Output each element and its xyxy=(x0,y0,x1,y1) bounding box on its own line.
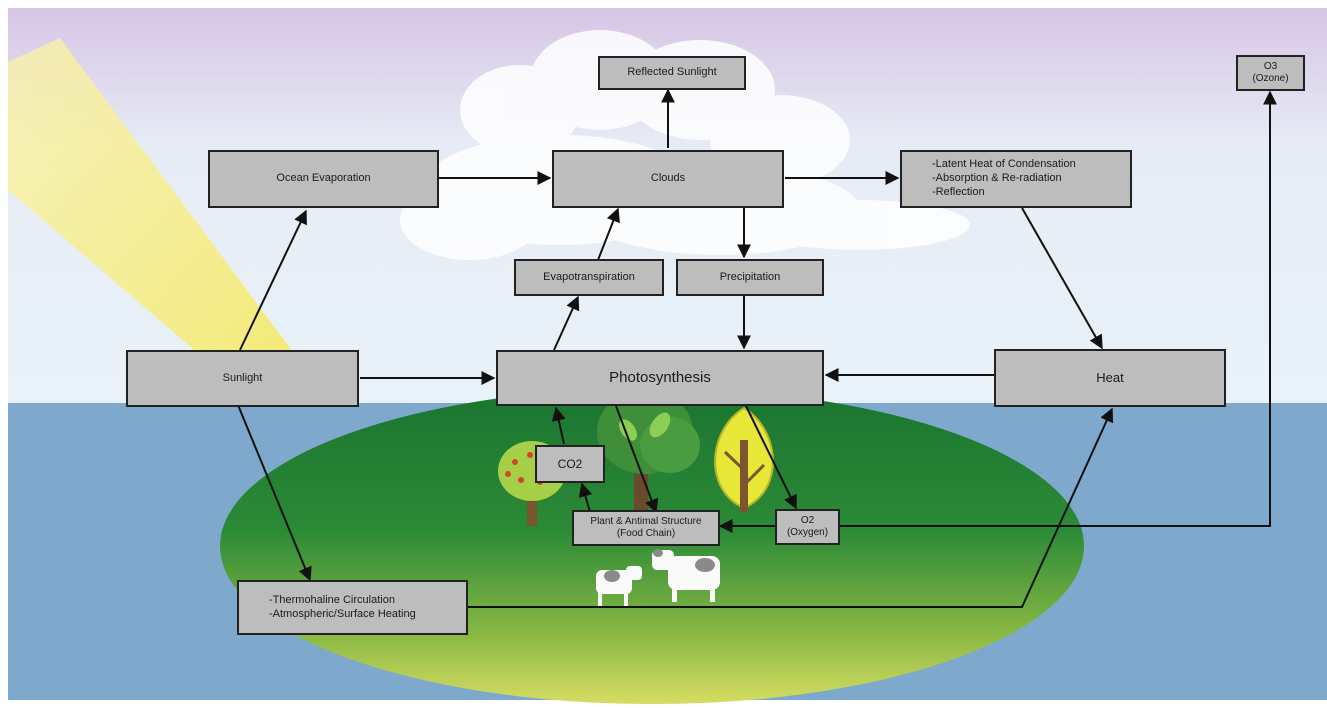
absorption-line: -Absorption & Re-radiation xyxy=(932,172,1062,185)
cow-icon xyxy=(596,566,642,606)
oxygen-sublabel: (Oxygen) xyxy=(786,527,829,538)
heat-label: Heat xyxy=(1096,369,1124,385)
thermohaline-line: -Thermohaline Circulation xyxy=(269,593,395,606)
plant-animal-structure-box: Plant & Antimal Structure (Food Chain) xyxy=(572,510,720,546)
leafy-tree-icon xyxy=(597,390,700,520)
ocean-evaporation-label: Ocean Evaporation xyxy=(276,172,371,185)
clouds-box: Clouds xyxy=(552,150,784,208)
surface-heating-line: -Atmospheric/Surface Heating xyxy=(269,607,416,620)
photosynthesis-box: Photosynthesis xyxy=(496,350,824,406)
co2-box: CO2 xyxy=(535,445,605,483)
ocean-evaporation-box: Ocean Evaporation xyxy=(208,150,439,208)
sunlight-label: Sunlight xyxy=(222,371,263,384)
evapotranspiration-box: Evapotranspiration xyxy=(514,259,664,296)
thermohaline-box: -Thermohaline Circulation -Atmospheric/S… xyxy=(237,580,468,635)
oxygen-label: O2 xyxy=(800,514,815,526)
cow-icon xyxy=(652,549,720,602)
plant-animal-structure-label: Plant & Antimal Structure xyxy=(590,515,702,527)
photosynthesis-label: Photosynthesis xyxy=(609,368,711,386)
ozone-sublabel: (Ozone) xyxy=(1252,73,1289,84)
food-chain-label: (Food Chain) xyxy=(616,528,676,539)
reflected-sunlight-box: Reflected Sunlight xyxy=(598,56,746,90)
heat-box: Heat xyxy=(994,349,1226,407)
ozone-box: O3 (Ozone) xyxy=(1236,55,1305,91)
co2-label: CO2 xyxy=(557,456,583,471)
precipitation-label: Precipitation xyxy=(719,270,781,283)
precipitation-box: Precipitation xyxy=(676,259,824,296)
clouds-label: Clouds xyxy=(650,172,686,185)
sun-beam-icon xyxy=(8,38,330,402)
sunlight-box: Sunlight xyxy=(126,350,359,407)
oxygen-box: O2 (Oxygen) xyxy=(775,509,840,545)
latent-heat-box: -Latent Heat of Condensation -Absorption… xyxy=(900,150,1132,208)
ozone-label: O3 xyxy=(1263,60,1278,72)
reflection-line: -Reflection xyxy=(932,185,985,198)
latent-heat-line: -Latent Heat of Condensation xyxy=(932,158,1076,171)
evapotranspiration-label: Evapotranspiration xyxy=(543,270,635,283)
reflected-sunlight-label: Reflected Sunlight xyxy=(627,66,717,79)
